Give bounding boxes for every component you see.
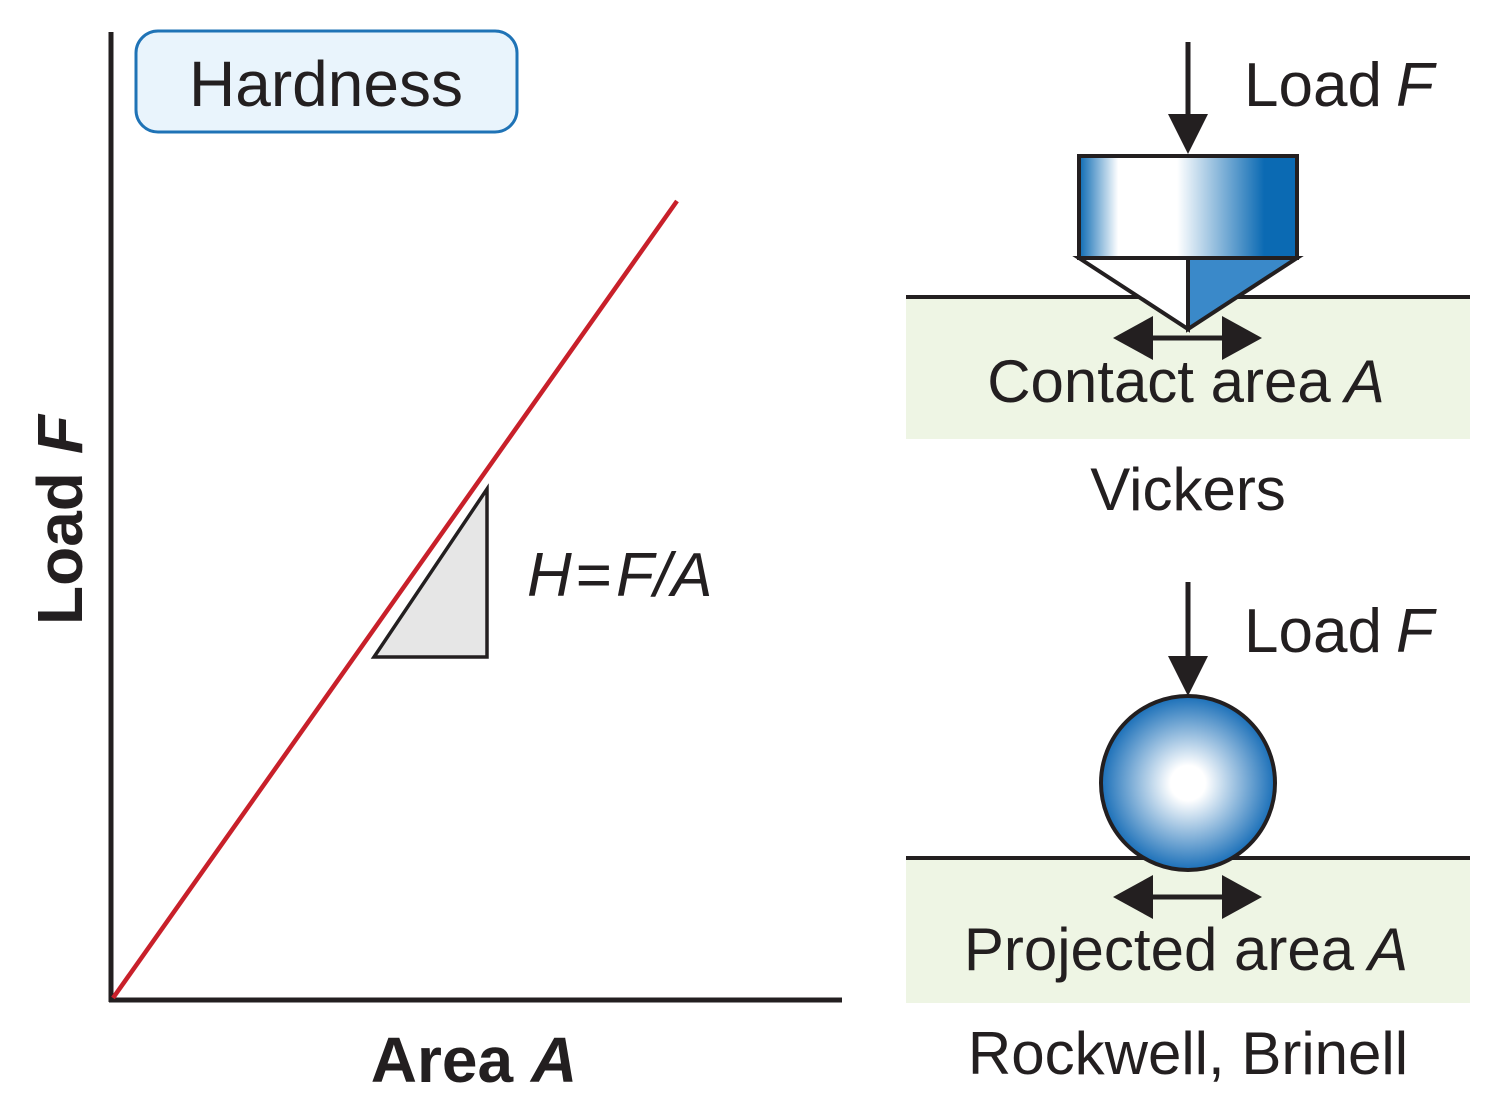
y-axis-label-symbol: F <box>24 413 96 454</box>
vickers-width-arrow <box>1113 316 1262 360</box>
formula-equals: = <box>576 541 612 610</box>
vickers-area-symbol: A <box>1342 348 1385 415</box>
rockwell-load-arrow <box>1168 582 1208 696</box>
formula-f: F <box>616 541 657 610</box>
vickers-caption: Vickers <box>1090 456 1286 523</box>
rockwell-caption: Rockwell, Brinell <box>968 1020 1408 1087</box>
x-axis-label-word: Area <box>371 1024 514 1096</box>
load-area-line <box>111 199 679 1000</box>
title-box: Hardness <box>134 29 519 134</box>
title-box-frame <box>134 29 519 134</box>
x-axis-label-symbol: A <box>529 1024 577 1096</box>
vickers-load-word: Load <box>1244 51 1382 120</box>
y-axis-label: Load F <box>24 413 96 625</box>
rockwell-width-arrow <box>1113 875 1262 919</box>
rockwell-ball-indenter <box>1099 694 1277 872</box>
y-axis-label-word: Load <box>24 472 96 625</box>
vickers-indenter-body <box>1077 154 1299 260</box>
vickers-area-text: Contact area <box>987 348 1331 415</box>
rockwell-surface <box>906 858 1470 1003</box>
rockwell-area-symbol: A <box>1365 916 1408 983</box>
formula-a: A <box>667 541 712 610</box>
rockwell-load-word: Load <box>1244 597 1382 666</box>
vickers-load-arrow <box>1168 42 1208 154</box>
hardness-formula: H=F/A <box>527 541 712 610</box>
page-title: Hardness <box>189 48 463 120</box>
formula-h: H <box>527 541 572 610</box>
slope-triangle <box>370 483 489 659</box>
vickers-pyramid-right <box>1186 256 1304 333</box>
rockwell-area-text: Projected area <box>964 916 1355 983</box>
vickers-load-symbol: F <box>1396 51 1437 120</box>
rockwell-load-symbol: F <box>1396 597 1437 666</box>
